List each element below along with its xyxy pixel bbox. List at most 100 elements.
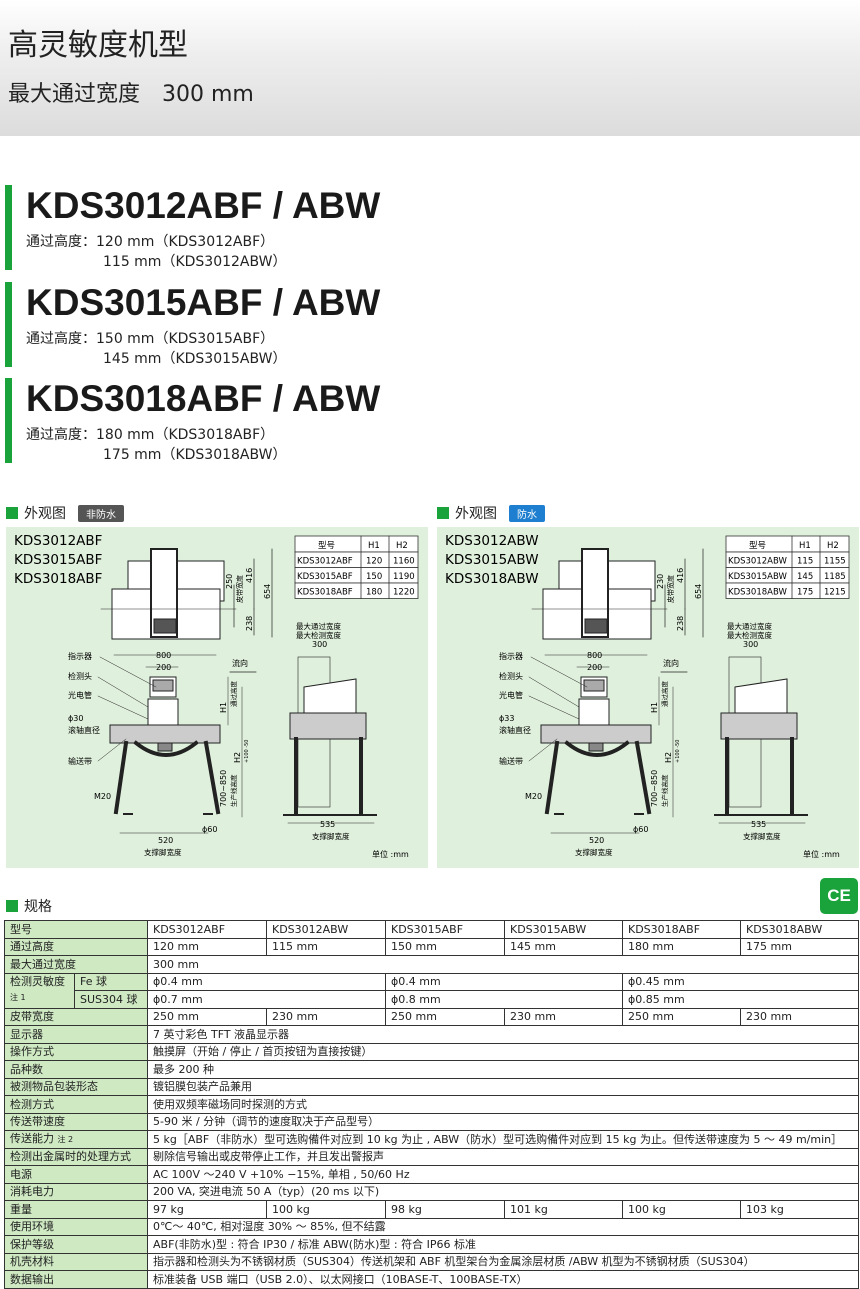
m20-label: M20 bbox=[525, 792, 542, 801]
spec-row: 数据输出标准装备 USB 端口（USB 2.0）、以太网接口（10BASE-T、… bbox=[4, 1270, 859, 1289]
row-label-cell: 保护等级 bbox=[4, 1235, 148, 1254]
line-height-dim: 700~850 bbox=[219, 770, 228, 807]
foot-width-label: 支撑脚宽度 bbox=[575, 847, 613, 857]
cell-value: 97 kg bbox=[147, 1200, 267, 1219]
dim-table-row: KDS3012ABW 115 1155 bbox=[725, 551, 850, 568]
h2-cell: 1190 bbox=[393, 572, 415, 582]
row-label-cell: 检测方式 bbox=[4, 1095, 148, 1114]
h2-cell: 1160 bbox=[393, 557, 415, 567]
page-subtitle: 最大通过宽度 300 mm bbox=[8, 82, 254, 107]
row-label-cell: 传送带速度 bbox=[4, 1112, 148, 1131]
row-label: 皮带宽度 bbox=[4, 1007, 148, 1026]
model-name: KDS3012ABF / ABW bbox=[26, 185, 381, 226]
foot-width-label: 支撑脚宽度 bbox=[743, 831, 781, 841]
spec-row: 机壳材料指示器和检测头为不锈钢材质（SUS304）传送机架和 ABF 机型架台为… bbox=[4, 1252, 859, 1271]
h2-cell: 1185 bbox=[824, 572, 846, 582]
h1-cell: 115 bbox=[797, 557, 813, 567]
model-name: KDS3015ABW bbox=[445, 552, 539, 568]
cell-value: ABF(非防水)型 : 符合 IP30 / 标准 ABW(防水)型 : 符合 I… bbox=[147, 1235, 859, 1254]
row-label: 传送能力 bbox=[10, 1132, 54, 1146]
dim-800: 800 bbox=[156, 651, 171, 660]
cell-value: 150 mm bbox=[385, 937, 505, 956]
row-label-cell: 传送能力 注 2 bbox=[4, 1130, 148, 1149]
h2-tolerance: +100 -50 bbox=[675, 740, 681, 764]
max-pass-width-label: 最大通过宽度 bbox=[727, 621, 772, 631]
height-value: 180 mm（KDS3018ABF） bbox=[96, 427, 275, 443]
row-label-cell: 显示器 bbox=[4, 1025, 148, 1044]
foot-diameter-dim: ϕ60 bbox=[633, 825, 648, 834]
sub-label: Fe 球 bbox=[74, 972, 148, 991]
row-label: 重量 bbox=[4, 1200, 148, 1219]
dimension-diagram: KDS3012ABW KDS3015ABW KDS3018ABW 230 皮带宽… bbox=[437, 527, 859, 868]
row-label: 检测出金属时的处理方式 bbox=[10, 1150, 131, 1164]
model-cell: KDS3018ABW bbox=[728, 588, 787, 598]
spec-row: 检测出金属时的处理方式剔除信号输出或皮带停止工作，并且发出警报声 bbox=[4, 1147, 859, 1166]
dim-520: 520 bbox=[589, 836, 604, 845]
dim-416: 416 bbox=[676, 568, 685, 583]
cell-value: 101 kg bbox=[504, 1200, 623, 1219]
height-label: 通过高度： bbox=[26, 427, 96, 443]
cell-value: 230 mm bbox=[266, 1007, 386, 1026]
dim-800: 800 bbox=[587, 651, 602, 660]
cell-value: ϕ0.8 mm bbox=[385, 990, 623, 1009]
model-cell: KDS3015ABF bbox=[297, 572, 353, 582]
section-marker-icon bbox=[437, 507, 449, 519]
cell-value: 触摸屏（开始 / 停止 / 首页按钮为直接按键） bbox=[147, 1042, 859, 1061]
table-header: H2 bbox=[827, 541, 839, 551]
indicator-label: 指示器 bbox=[499, 651, 523, 661]
line-height-label: 生产线高度 bbox=[660, 774, 669, 807]
dimension-lines bbox=[233, 548, 273, 638]
height-label: 通过高度： bbox=[26, 331, 96, 347]
note-ref: 注 2 bbox=[57, 1135, 74, 1145]
detection-head-label: 检测头 bbox=[68, 671, 92, 681]
dim-200: 200 bbox=[587, 663, 602, 672]
cell-value: ϕ0.4 mm bbox=[385, 972, 623, 991]
cell-value: ϕ0.4 mm bbox=[147, 972, 386, 991]
row-label-cell: 被测物品包装形态 bbox=[4, 1077, 148, 1096]
diagram-section-heading: 外观图 防水 bbox=[437, 503, 545, 523]
h2-cell: 1215 bbox=[824, 588, 846, 598]
cell-value: 5-90 米 / 分钟（调节的速度取决于产品型号） bbox=[147, 1112, 859, 1131]
belt-width-label: 皮带宽度 bbox=[666, 575, 675, 603]
dim-535: 535 bbox=[320, 820, 335, 829]
cell-value: 230 mm bbox=[740, 1007, 859, 1026]
dim-238: 238 bbox=[676, 616, 685, 631]
row-label: 通过高度 bbox=[4, 937, 148, 956]
cell-value: AC 100V ～240 V +10% −15%, 单相 , 50/60 Hz bbox=[147, 1165, 859, 1184]
roller-diameter-label: 滚轴直径 bbox=[68, 725, 100, 735]
h2-tolerance: +100 -50 bbox=[244, 740, 250, 764]
row-label-cell: 消耗电力 bbox=[4, 1182, 148, 1201]
accent-bar bbox=[5, 185, 12, 270]
row-label-cell: 电源 bbox=[4, 1165, 148, 1184]
row-label: 数据输出 bbox=[10, 1272, 54, 1286]
height-value: 115 mm（KDS3012ABW） bbox=[103, 254, 287, 270]
side-view-drawing bbox=[714, 656, 808, 824]
dim-654: 654 bbox=[694, 584, 703, 599]
cell-value: 120 mm bbox=[147, 937, 267, 956]
dimension-lines bbox=[664, 548, 704, 638]
model-name: KDS3012ABF bbox=[14, 533, 102, 549]
model-name: KDS3015ABF bbox=[14, 552, 102, 568]
height-value: 120 mm（KDS3012ABF） bbox=[96, 234, 275, 250]
foot-width-label: 支撑脚宽度 bbox=[312, 831, 350, 841]
water-badge: 非防水 bbox=[78, 504, 124, 522]
max-detect-width-label: 最大检测宽度 bbox=[296, 630, 341, 640]
table-header: 型号 bbox=[318, 541, 335, 551]
cell-value: 250 mm bbox=[622, 1007, 741, 1026]
dim-200: 200 bbox=[156, 663, 171, 672]
flow-direction-label: 流向 bbox=[232, 658, 248, 668]
row-label-cell: 数据输出 bbox=[4, 1270, 148, 1289]
cell-value: ϕ0.7 mm bbox=[147, 990, 386, 1009]
h1-dim: H1 bbox=[219, 702, 228, 713]
m20-label: M20 bbox=[94, 792, 111, 801]
water-badge: 防水 bbox=[509, 504, 545, 522]
row-label: 检测灵敏度 bbox=[10, 974, 65, 988]
model-name: KDS3012ABW bbox=[445, 533, 539, 549]
cell-value: 250 mm bbox=[147, 1007, 267, 1026]
